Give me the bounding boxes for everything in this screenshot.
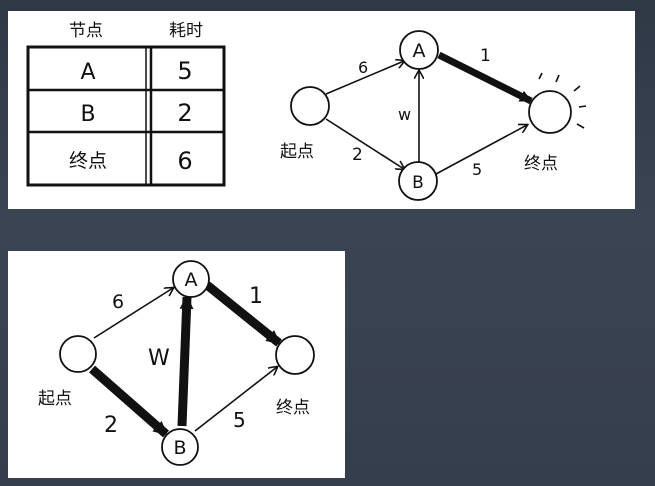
bottom-graph-labels: A B 起点 终点 6 2 W 1 5 <box>38 269 310 459</box>
table-cell-node: B <box>80 102 95 127</box>
table-cell-time: 2 <box>177 99 192 127</box>
table-cell-time: 6 <box>177 147 192 175</box>
end-node-glow <box>538 72 587 129</box>
edge-weight-start-a: 6 <box>358 58 368 77</box>
node-end <box>528 90 572 134</box>
node-label-b: B <box>173 437 186 459</box>
table-header-node: 节点 <box>69 21 103 41</box>
node-label-end: 终点 <box>276 398 310 418</box>
node-a <box>399 30 439 70</box>
edge-start-a <box>93 288 173 339</box>
node-b <box>161 428 199 466</box>
top-diagram-svg: 节点 耗时 A 5 B 2 终点 6 <box>26 21 587 201</box>
edge-start-b <box>325 118 404 169</box>
bottom-graph-nodes <box>59 260 315 466</box>
edge-weight-b-end: 5 <box>233 408 246 432</box>
node-end <box>275 335 315 375</box>
edge-weight-b-a: w <box>398 105 411 124</box>
edge-weight-start-b: 2 <box>104 413 118 438</box>
node-label-b: B <box>412 173 424 193</box>
edge-weight-start-a: 6 <box>112 291 124 313</box>
node-b <box>398 161 438 201</box>
node-time-table: 节点 耗时 A 5 B 2 终点 6 <box>26 21 226 187</box>
bottom-diagram-svg: A B 起点 终点 6 2 W 1 5 <box>38 260 315 466</box>
bottom-graph-edges <box>89 281 282 438</box>
node-label-start: 起点 <box>280 142 314 162</box>
node-label-a: A <box>413 40 426 62</box>
node-start <box>59 335 97 373</box>
edge-b-end <box>435 125 527 175</box>
node-label-a: A <box>185 269 198 291</box>
node-label-start: 起点 <box>38 389 72 409</box>
edge-a-end <box>204 281 282 347</box>
edge-start-b <box>89 365 169 438</box>
node-start <box>290 86 330 126</box>
top-panel: 节点 耗时 A 5 B 2 终点 6 <box>8 11 635 209</box>
node-label-end: 终点 <box>524 154 558 174</box>
edge-b-a <box>177 295 194 427</box>
table-cell-node: A <box>80 60 95 85</box>
edge-a-end <box>437 51 533 105</box>
edge-weight-b-end: 5 <box>472 160 482 179</box>
top-graph-edges <box>325 51 533 175</box>
top-graph-nodes <box>290 30 587 201</box>
bottom-panel: A B 起点 终点 6 2 W 1 5 <box>8 251 345 478</box>
table-header-time: 耗时 <box>169 21 203 41</box>
edge-weight-a-end: 1 <box>249 284 263 309</box>
edge-b-end <box>194 367 277 432</box>
edge-weight-a-end: 1 <box>480 46 491 66</box>
table-cell-node: 终点 <box>69 150 107 172</box>
node-a <box>172 260 210 298</box>
edge-weight-start-b: 2 <box>352 145 363 165</box>
edge-weight-b-a: W <box>148 346 170 371</box>
top-graph-labels: A B 起点 终点 6 2 w 1 5 <box>280 40 558 193</box>
table-border <box>26 45 226 187</box>
edge-start-a <box>325 61 404 95</box>
table-cell-time: 5 <box>177 57 192 85</box>
